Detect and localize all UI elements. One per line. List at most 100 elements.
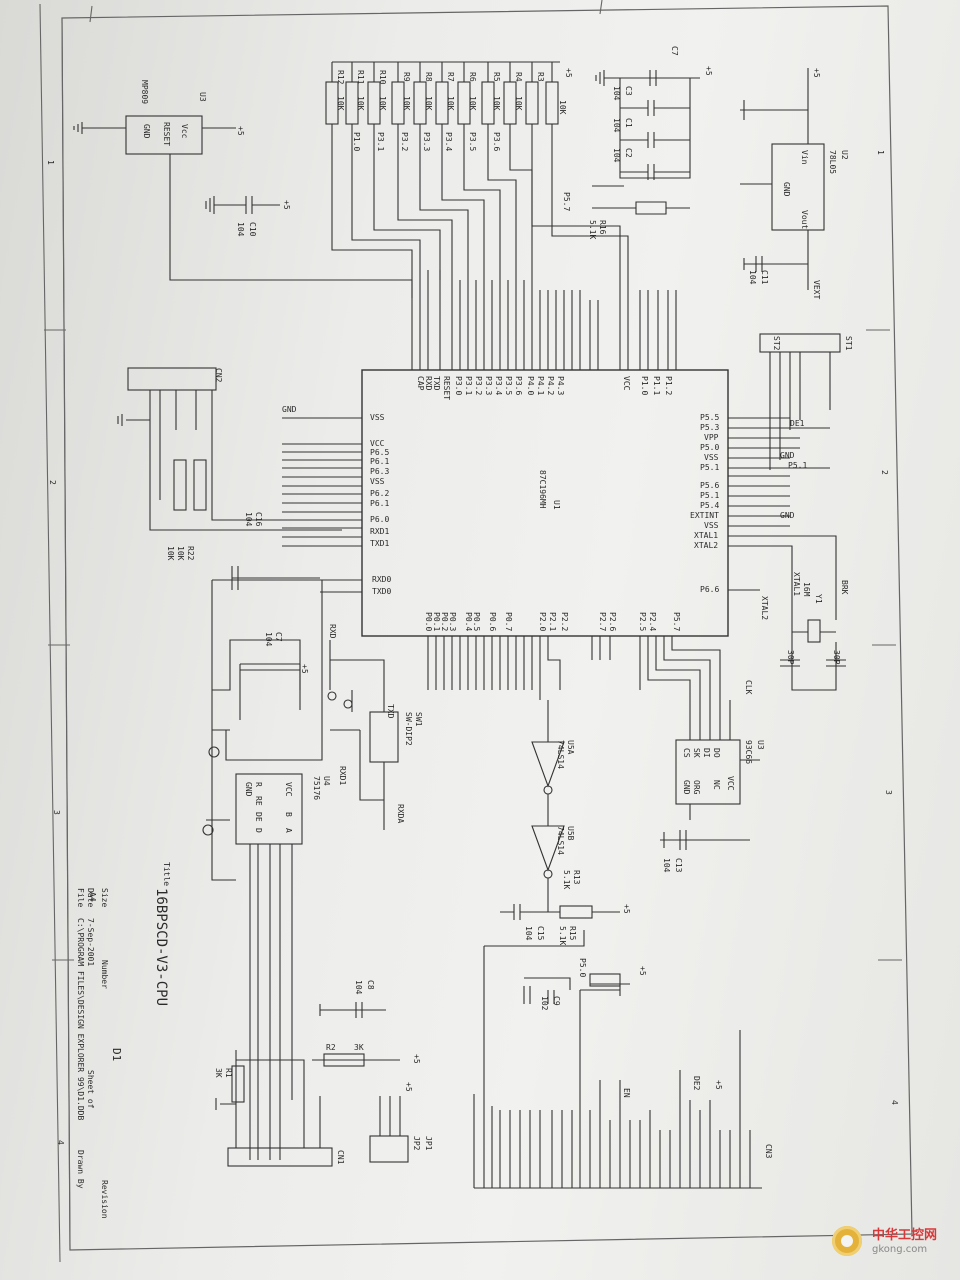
connector-cn3: CN3 [764, 1144, 773, 1159]
crystal-value: 16M [802, 582, 811, 597]
rpack-ref-r11: R11 [356, 70, 365, 85]
mcu-pin-p12: P1.2 [664, 376, 673, 396]
transceiver-pin-gnd: GND [244, 782, 253, 797]
mcu-pin-rxd: RXD [424, 376, 433, 391]
inverter-b-part: 74LS14 [556, 826, 565, 855]
cap-c10-val: 104 [236, 222, 245, 237]
mcu-pin-reset: RESET [442, 376, 451, 401]
net-xtal2: XTAL1 [792, 572, 801, 597]
net-rxda: RXDA [396, 804, 405, 824]
res-r13-ref: R13 [572, 870, 581, 885]
eeprom-ref: U3 [756, 740, 765, 750]
eeprom-pin-org: ORG [692, 780, 701, 795]
crystal-ref: Y1 [814, 594, 823, 604]
inverter-symbols [500, 700, 620, 920]
cap-c5-val: 30P [786, 650, 795, 665]
mcu-pin-p63: P6.3 [370, 467, 390, 476]
connector-cn2: CN2 [214, 368, 223, 383]
bottom-left-connectors [215, 1002, 409, 1167]
mcu-pin-p61b: P6.1 [370, 499, 390, 508]
cap-c2-ref: C2 [624, 148, 633, 158]
mcu-pin-p62: P6.2 [370, 489, 390, 498]
supervisor-ref: U3 [198, 92, 207, 102]
connector-st1: ST1 [844, 336, 853, 351]
revision-heading: Revision [100, 1180, 109, 1219]
res-r1-val: 3K [214, 1068, 223, 1078]
transceiver-part: 75176 [312, 776, 321, 801]
row-mark-2: 2 [48, 480, 57, 485]
transceiver-pin-d: D [254, 828, 263, 833]
watermark-text: 中华工控网 [872, 1228, 938, 1243]
col-mark-3: 3 [884, 790, 893, 795]
rpack-val-9: 10K [514, 96, 523, 111]
file-heading: File [76, 888, 85, 908]
cap-c2-val: 104 [612, 148, 621, 163]
transceiver-pin-re: RE [254, 796, 263, 806]
mcu-pin-txd1: TXD1 [370, 539, 390, 548]
cap-c9-ref: C9 [552, 996, 561, 1006]
net-rxd1: RXD1 [338, 766, 347, 786]
mcu-pin-vss: VSS [370, 413, 385, 422]
rpack-val-6: 10K [446, 96, 455, 111]
date-heading: Date [86, 888, 95, 908]
dipswitch-part: SW-DIP2 [404, 712, 413, 746]
mcu-pin-p66: P6.6 [700, 585, 720, 594]
regulator-pin-vout: Vout [800, 210, 809, 230]
mcu-pin-p42: P4.2 [546, 376, 555, 396]
rpack-val-7: 10K [468, 96, 477, 111]
rpack-net-p35: P3.5 [468, 132, 477, 152]
net-clk: CLK [744, 680, 753, 695]
dipswitch-ref: SW1 [414, 712, 423, 727]
transceiver-ref: U4 [322, 776, 331, 786]
mcu-pin-p03: P0.3 [448, 612, 457, 632]
mcu-pin-p07: P0.7 [504, 612, 513, 632]
net-gnd-right: GND [780, 451, 795, 460]
row-mark-4: 4 [56, 1140, 65, 1145]
rpack-ref-r6: R6 [468, 72, 477, 82]
rpack-net-p10: P1.0 [352, 132, 361, 152]
mcu-pin-txd0: TXD0 [372, 587, 392, 596]
net-gnd-right-2: GND [780, 511, 795, 520]
mcu-pin-p53: P5.3 [700, 423, 720, 432]
col-mark-2: 2 [880, 470, 889, 475]
cap-c8-val: 104 [354, 980, 363, 995]
eeprom-pin-cs: CS [682, 748, 691, 758]
res-r22-ref: R22 [186, 546, 195, 561]
cap-c7-ref-left: C7 [274, 632, 283, 642]
rpack-ref-r9: R9 [402, 72, 411, 82]
cap-c13-val: 104 [662, 858, 671, 873]
mcu-pin-p05: P0.5 [472, 612, 481, 632]
mcu-left-pins [212, 417, 362, 593]
connector-st2: ST2 [772, 336, 781, 351]
rpack-ref-r7: R7 [446, 72, 455, 82]
size-heading: Size [100, 888, 109, 908]
power-net-485: +5 [300, 664, 309, 674]
connector-jp2: JP2 [412, 1136, 421, 1151]
mcu-pin-vss-r2: VSS [704, 521, 719, 530]
cap-c11-val: 104 [748, 270, 757, 285]
rpack-ref-r12: R12 [336, 70, 345, 85]
mcu-pin-xtal2: XTAL2 [694, 541, 719, 550]
watermark: 中华工控网 gkong.com [832, 1222, 952, 1264]
rpack-net-p32: P3.2 [400, 132, 409, 152]
cap-c1-val: 104 [612, 118, 621, 133]
rpack-val-4: 10K [402, 96, 411, 111]
cap-c15-ref: C15 [536, 926, 545, 941]
mcu-pin-p24: P2.4 [648, 612, 657, 632]
net-en: EN [622, 1088, 631, 1098]
eeprom-pin-do: DO [712, 748, 721, 758]
rpack-val-5: 10K [424, 96, 433, 111]
net-brk: XTAL2 [760, 596, 769, 621]
mcu-pin-p50: P5.0 [700, 443, 720, 452]
inverter-b-ref: U5B [566, 826, 575, 841]
mcu-pin-txd: TXD [432, 376, 441, 391]
power-net-reg: +5 [812, 68, 821, 78]
regulator-ref: U2 [840, 150, 849, 160]
mcu-pin-p36: P3.6 [514, 376, 523, 396]
mcu-pin-p40: P4.0 [526, 376, 535, 396]
mcu-ref: U1 [552, 500, 561, 510]
title-block-title: 16BPSCD-V3-CPU [153, 888, 169, 1007]
rpack-ref-r4: R4 [514, 72, 523, 82]
supervisor-part: MP809 [140, 80, 149, 105]
mcu-pin-p61a: P6.1 [370, 457, 390, 466]
